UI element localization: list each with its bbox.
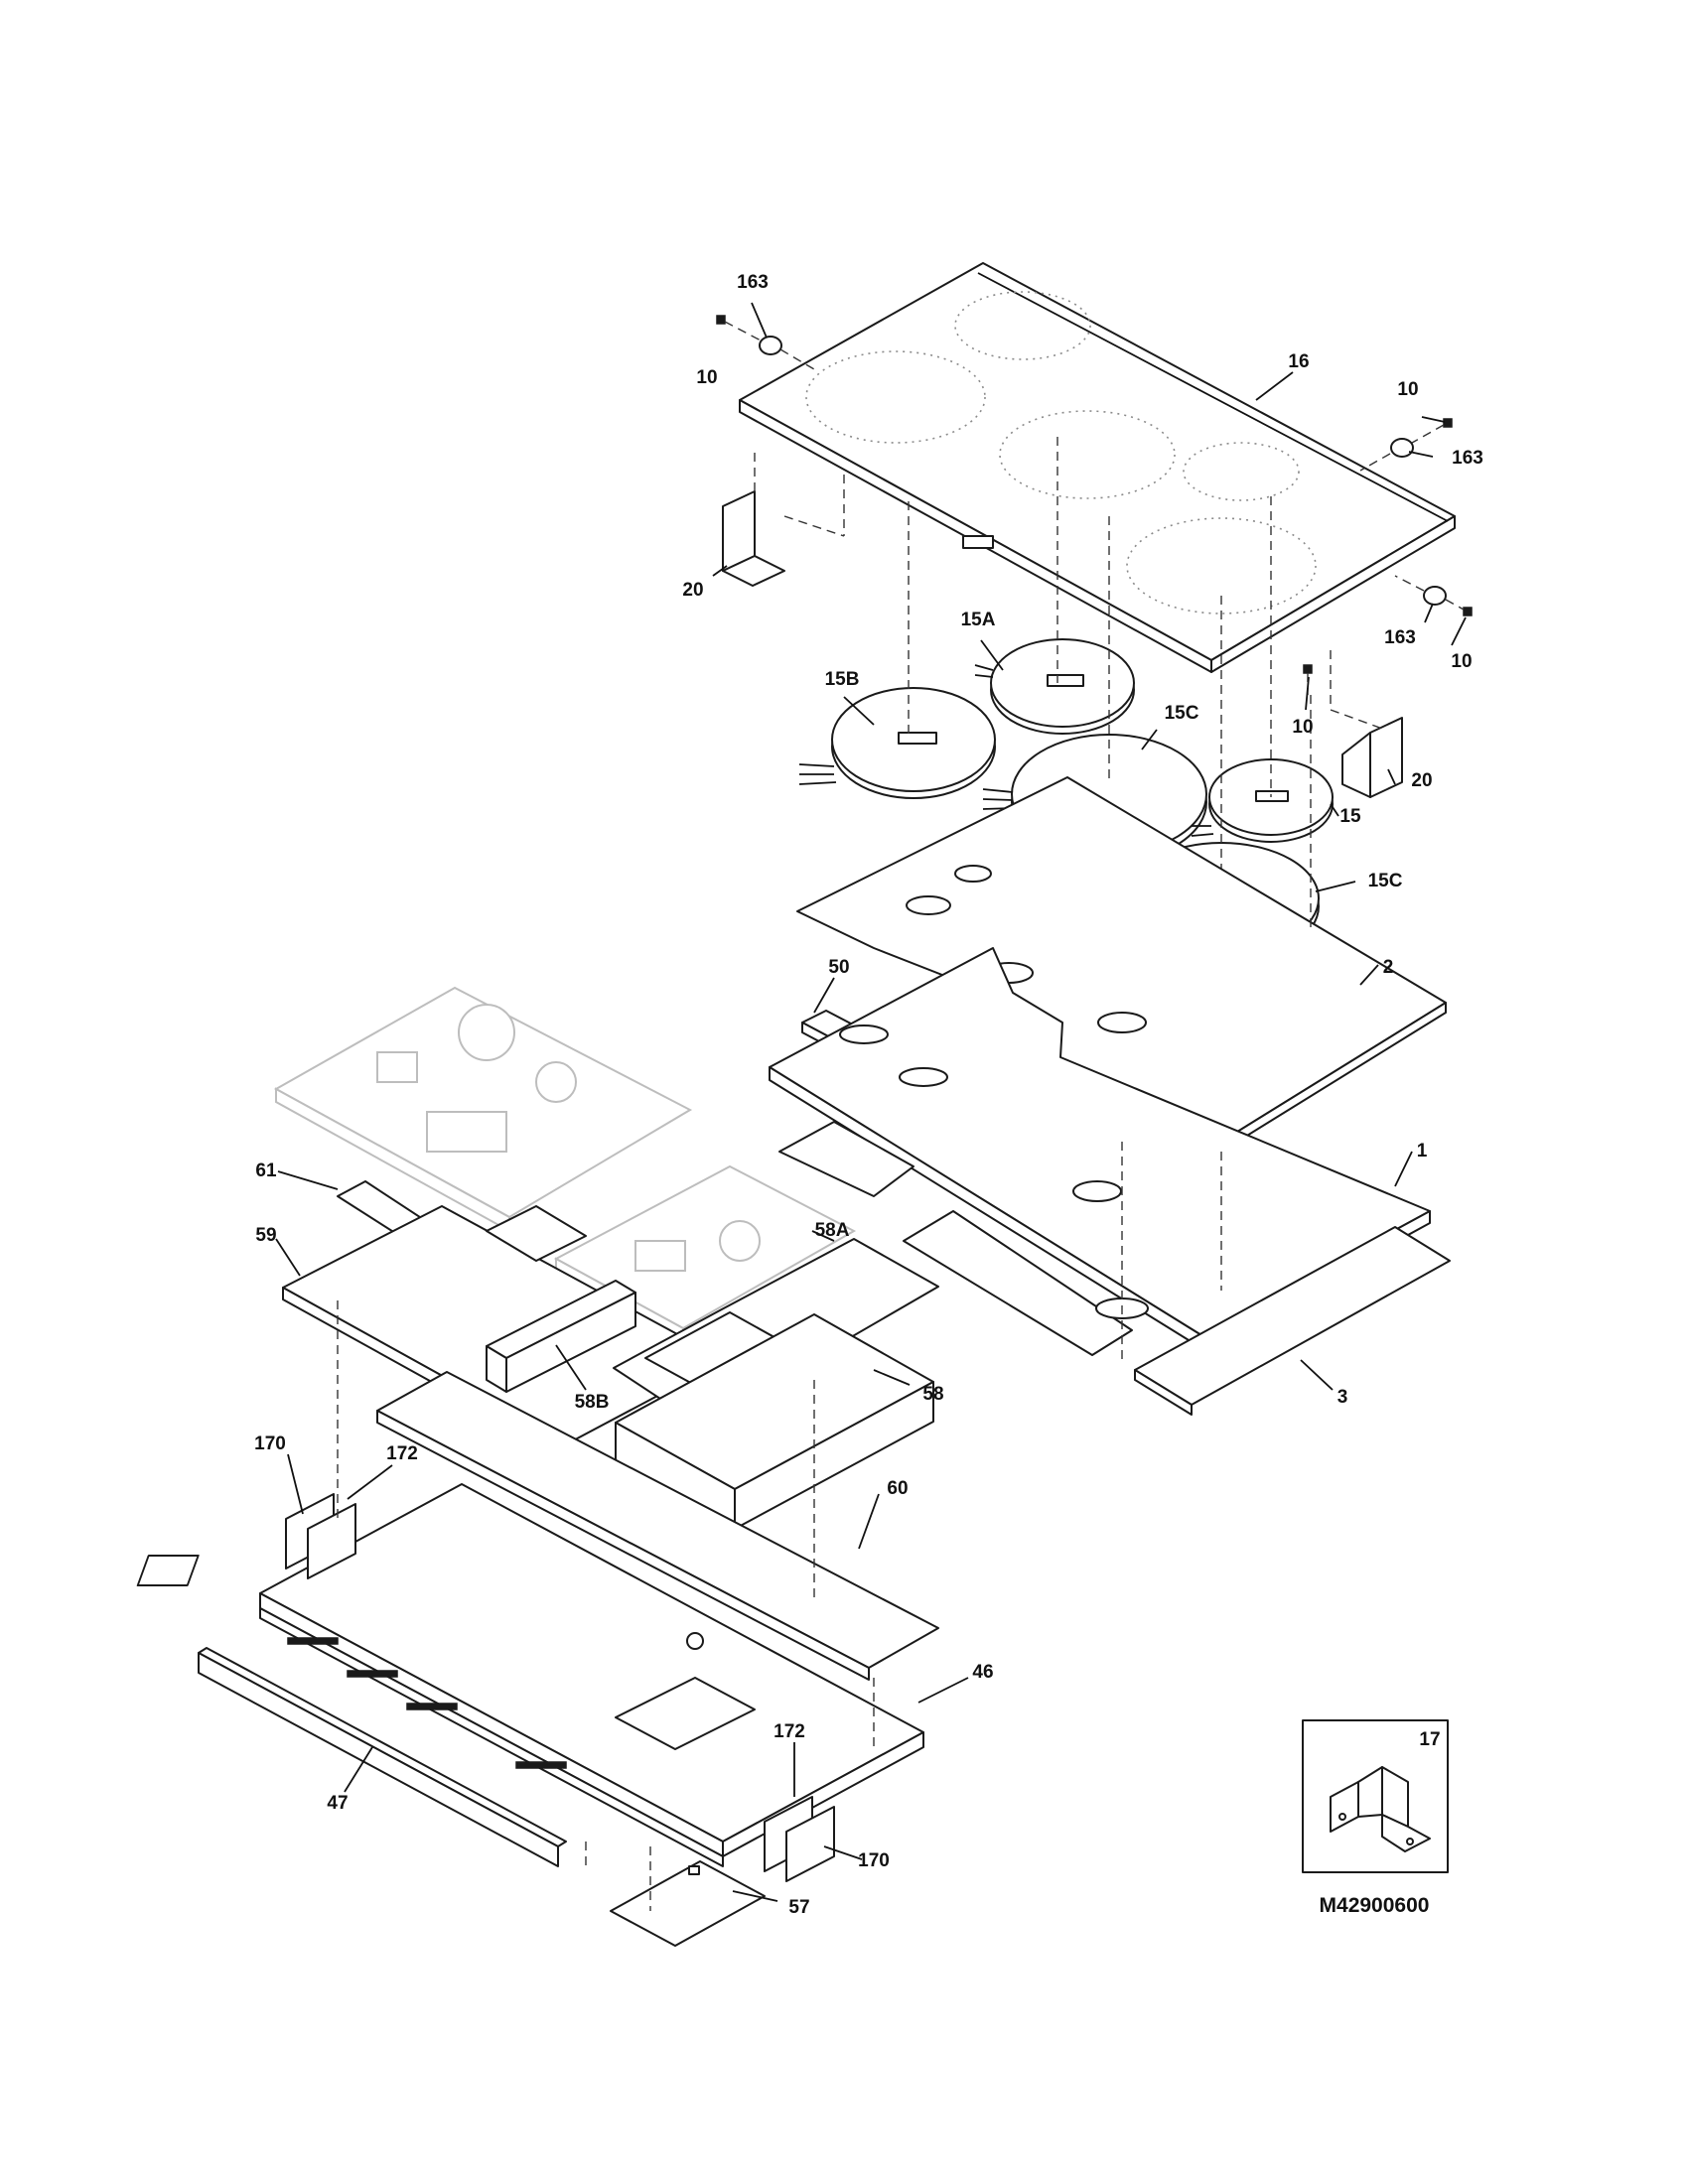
screw-grommet-set — [716, 315, 1473, 695]
callout-15b: 15B — [825, 669, 860, 690]
callout-2: 2 — [1383, 957, 1394, 978]
callout-172-right: 172 — [774, 1721, 805, 1742]
callout-163-right: 163 — [1384, 627, 1416, 648]
callout-170-left: 170 — [254, 1433, 286, 1454]
callout-20-left: 20 — [682, 580, 703, 601]
callout-labels: 163 10 16 10 163 20 163 10 15A 15B 15C 1… — [254, 272, 1483, 1918]
callout-15a: 15A — [961, 610, 996, 630]
glass-cooktop-part-16 — [739, 262, 1456, 673]
insulation-block-58b — [486, 1280, 636, 1393]
callout-10-right: 10 — [1451, 651, 1472, 672]
grommet-163c — [1423, 586, 1447, 606]
screw-10d — [1303, 664, 1313, 674]
callout-59: 59 — [255, 1225, 276, 1246]
callout-17: 17 — [1419, 1729, 1440, 1750]
callout-57: 57 — [788, 1897, 809, 1918]
insulation-pad-3 — [1134, 1226, 1451, 1416]
model-number-label: M42900600 — [1320, 1894, 1430, 1917]
insulation-pad-left — [778, 1121, 1149, 1356]
callout-1: 1 — [1417, 1141, 1428, 1161]
callout-10-top-left: 10 — [696, 367, 717, 388]
side-bracket-170-172-right — [764, 1796, 835, 1882]
detail-inset-part-17 — [1302, 1719, 1449, 1873]
bracket-20-left — [722, 447, 845, 587]
grommet-163a — [759, 336, 782, 355]
screw-10a — [716, 315, 726, 325]
grommet-163b — [1390, 438, 1414, 458]
callout-170-right: 170 — [858, 1850, 890, 1871]
callout-3: 3 — [1337, 1387, 1348, 1408]
plate-60 — [136, 1371, 939, 1681]
bracket-20-right — [1330, 650, 1403, 798]
callout-60: 60 — [887, 1478, 908, 1499]
callout-58: 58 — [922, 1384, 943, 1405]
callout-15: 15 — [1339, 806, 1361, 827]
callout-47: 47 — [327, 1793, 348, 1814]
side-bracket-170-172-left — [285, 1493, 356, 1579]
callout-15c-lower: 15C — [1368, 871, 1403, 891]
callout-46: 46 — [972, 1662, 993, 1683]
callout-15c-upper: 15C — [1165, 703, 1199, 724]
callout-16: 16 — [1288, 351, 1309, 372]
callout-50: 50 — [828, 957, 849, 978]
callout-10-center: 10 — [1292, 717, 1313, 738]
callout-58b: 58B — [575, 1392, 610, 1413]
callout-163-top-left: 163 — [737, 272, 769, 293]
screw-10c — [1463, 607, 1473, 616]
callout-58a: 58A — [815, 1220, 850, 1241]
chassis-46 — [259, 1483, 924, 1867]
callout-163-top-right: 163 — [1452, 448, 1483, 469]
bottom-cover-57 — [610, 1860, 766, 1947]
callout-20-right: 20 — [1411, 770, 1432, 791]
screw-10b — [1443, 418, 1453, 428]
front-trim-47 — [198, 1647, 567, 1867]
callout-61: 61 — [255, 1160, 277, 1181]
leader-lines — [275, 302, 1467, 1902]
circuit-board-rear — [273, 986, 693, 1233]
heating-element-15b — [798, 687, 996, 799]
callout-10-top-right: 10 — [1397, 379, 1418, 400]
heating-element-15a — [974, 638, 1135, 735]
callout-172-left: 172 — [386, 1443, 418, 1464]
